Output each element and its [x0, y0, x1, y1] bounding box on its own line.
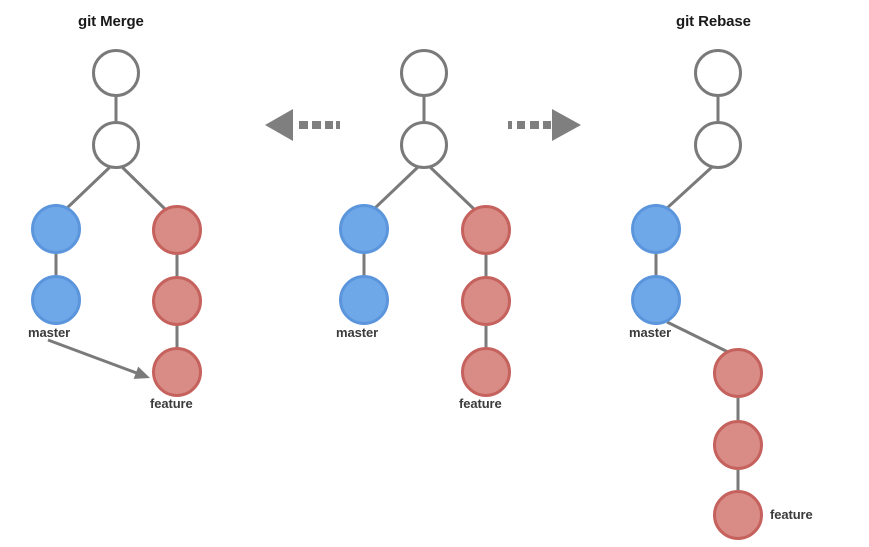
rebase-master-label: master: [629, 325, 672, 340]
merge-master-commit-1: [31, 204, 81, 254]
arrow-to-rebase-dash-2: [517, 121, 525, 129]
arrow-to-merge: [265, 109, 340, 141]
before-commit-root: [400, 49, 448, 97]
rebase-master-commit-1: [631, 204, 681, 254]
rebase-commit-root: [694, 49, 742, 97]
merge-arrow: [47, 338, 150, 379]
before-master-commit-1: [339, 204, 389, 254]
merge-feature-commit-1: [152, 205, 202, 255]
arrow-to-rebase-dash-1: [508, 121, 512, 129]
edge-master-to-feature: [666, 320, 729, 354]
edge-base-to-feature: [428, 165, 477, 212]
edge-base-to-master: [372, 165, 420, 211]
edge-base-to-master: [64, 165, 112, 211]
transition-arrows-layer: [265, 109, 581, 141]
panel-title-git-merge: git Merge: [78, 13, 144, 30]
before-master-commit-2: [339, 275, 389, 325]
before-feature-label: feature: [459, 396, 502, 411]
merge-feature-commit-2: [152, 276, 202, 326]
rebase-master-commit-2: [631, 275, 681, 325]
merge-feature-label: feature: [150, 396, 193, 411]
merge-master-commit-2: [31, 275, 81, 325]
rebase-commit-base: [694, 121, 742, 169]
before-feature-commit-2: [461, 276, 511, 326]
merge-feature-commit-3: [152, 347, 202, 397]
arrow-to-merge-dash-2: [312, 121, 321, 129]
merge-commit-base: [92, 121, 140, 169]
rebase-feature-label: feature: [770, 507, 813, 522]
arrow-to-rebase-head: [552, 109, 581, 141]
rebase-feature-commit-3: [713, 490, 763, 540]
arrow-to-merge-dash-1: [299, 121, 308, 129]
before-commit-base: [400, 121, 448, 169]
panel-title-git-rebase: git Rebase: [676, 13, 751, 30]
arrow-to-merge-dash-4: [336, 121, 340, 129]
arrow-to-rebase: [508, 109, 581, 141]
arrow-to-rebase-dash-4: [543, 121, 551, 129]
arrow-to-merge-dash-3: [325, 121, 333, 129]
rebase-feature-commit-2: [713, 420, 763, 470]
edges-layer: [47, 97, 740, 490]
merge-commit-root: [92, 49, 140, 97]
arrow-to-rebase-dash-3: [530, 121, 539, 129]
before-feature-commit-1: [461, 205, 511, 255]
edge-base-to-master: [664, 165, 714, 211]
before-master-label: master: [336, 325, 379, 340]
merge-master-label: master: [28, 325, 71, 340]
commit-nodes-layer: [31, 49, 763, 540]
rebase-feature-commit-1: [713, 348, 763, 398]
arrow-to-merge-head: [265, 109, 293, 141]
edge-base-to-feature: [120, 165, 168, 212]
before-feature-commit-3: [461, 347, 511, 397]
